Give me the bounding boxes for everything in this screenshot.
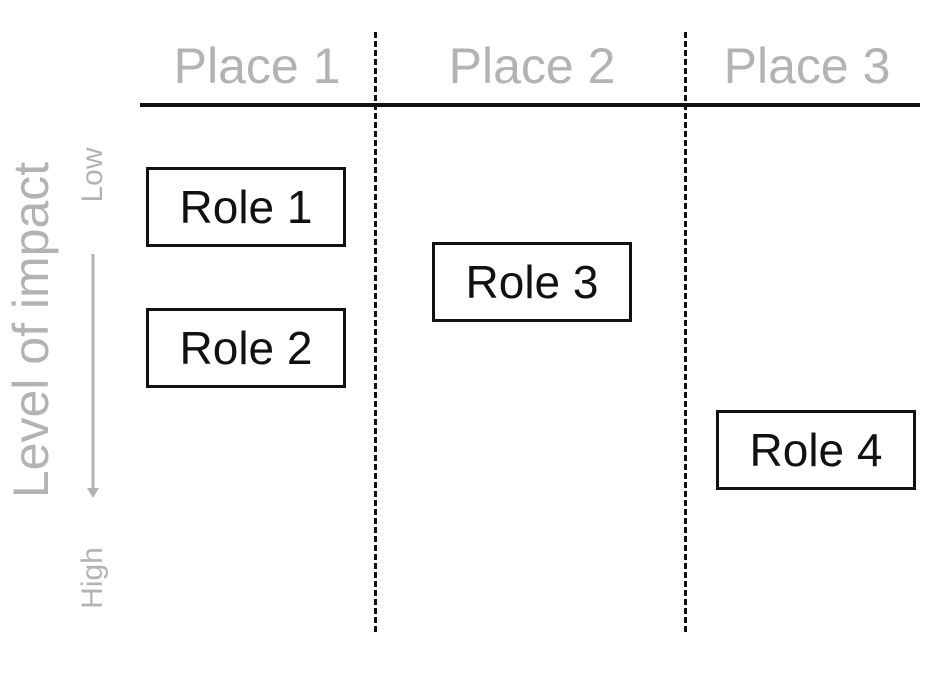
column-divider-2 [684,32,687,632]
column-divider-1 [374,32,377,632]
column-header-place-3: Place 3 [723,38,891,94]
axis-low-text: Low [76,147,109,203]
down-arrow-icon [87,254,99,498]
column-header-place-1: Place 1 [173,38,341,94]
axis-high-text: High [76,547,109,609]
role-box-1: Role 1 [146,167,346,247]
role-box-2: Role 2 [146,308,346,388]
arrow-head [87,488,99,498]
header-rule [140,103,920,107]
role-label-4: Role 4 [749,424,883,476]
role-label-3: Role 3 [465,256,599,308]
role-label-2: Role 2 [179,322,313,374]
role-box-4: Role 4 [716,410,916,490]
axis-title-text: Level of impact [3,161,59,499]
column-header-place-2: Place 2 [448,38,616,94]
role-label-1: Role 1 [179,181,313,233]
role-box-3: Role 3 [432,242,632,322]
